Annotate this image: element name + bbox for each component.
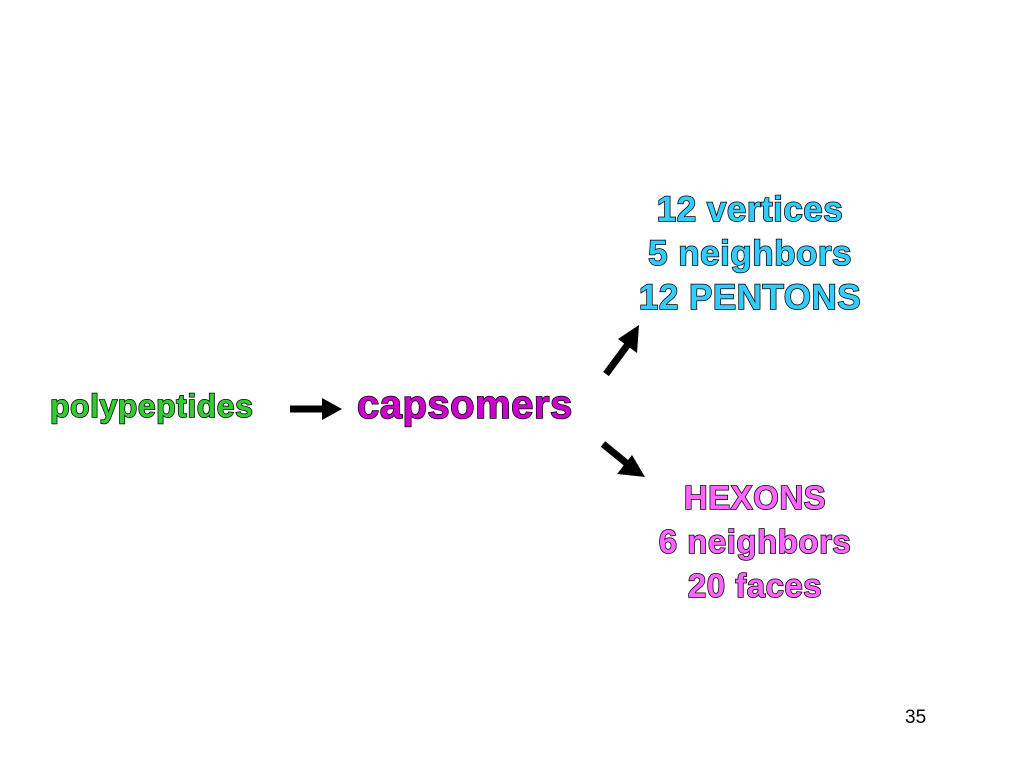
pentons-neighbors-line: 5 neighbors — [647, 233, 852, 274]
vertices-line: 12 vertices — [656, 189, 844, 230]
hexons-line: HEXONS — [683, 478, 827, 517]
down-right-arrow-icon — [600, 441, 645, 477]
capsomers-label: capsomers — [356, 382, 573, 428]
pentons-block: 12 vertices 5 neighbors 12 PENTONS — [600, 188, 900, 320]
pentons-line: 12 PENTONS — [638, 277, 862, 318]
right-arrow-icon — [290, 398, 342, 420]
page-number: 35 — [905, 707, 927, 728]
up-right-arrow-icon — [603, 325, 639, 377]
faces-line: 20 faces — [687, 566, 823, 605]
polypeptides-label: polypeptides — [49, 387, 254, 425]
hexons-block: HEXONS 6 neighbors 20 faces — [620, 476, 890, 608]
hexons-neighbors-line: 6 neighbors — [658, 522, 852, 561]
